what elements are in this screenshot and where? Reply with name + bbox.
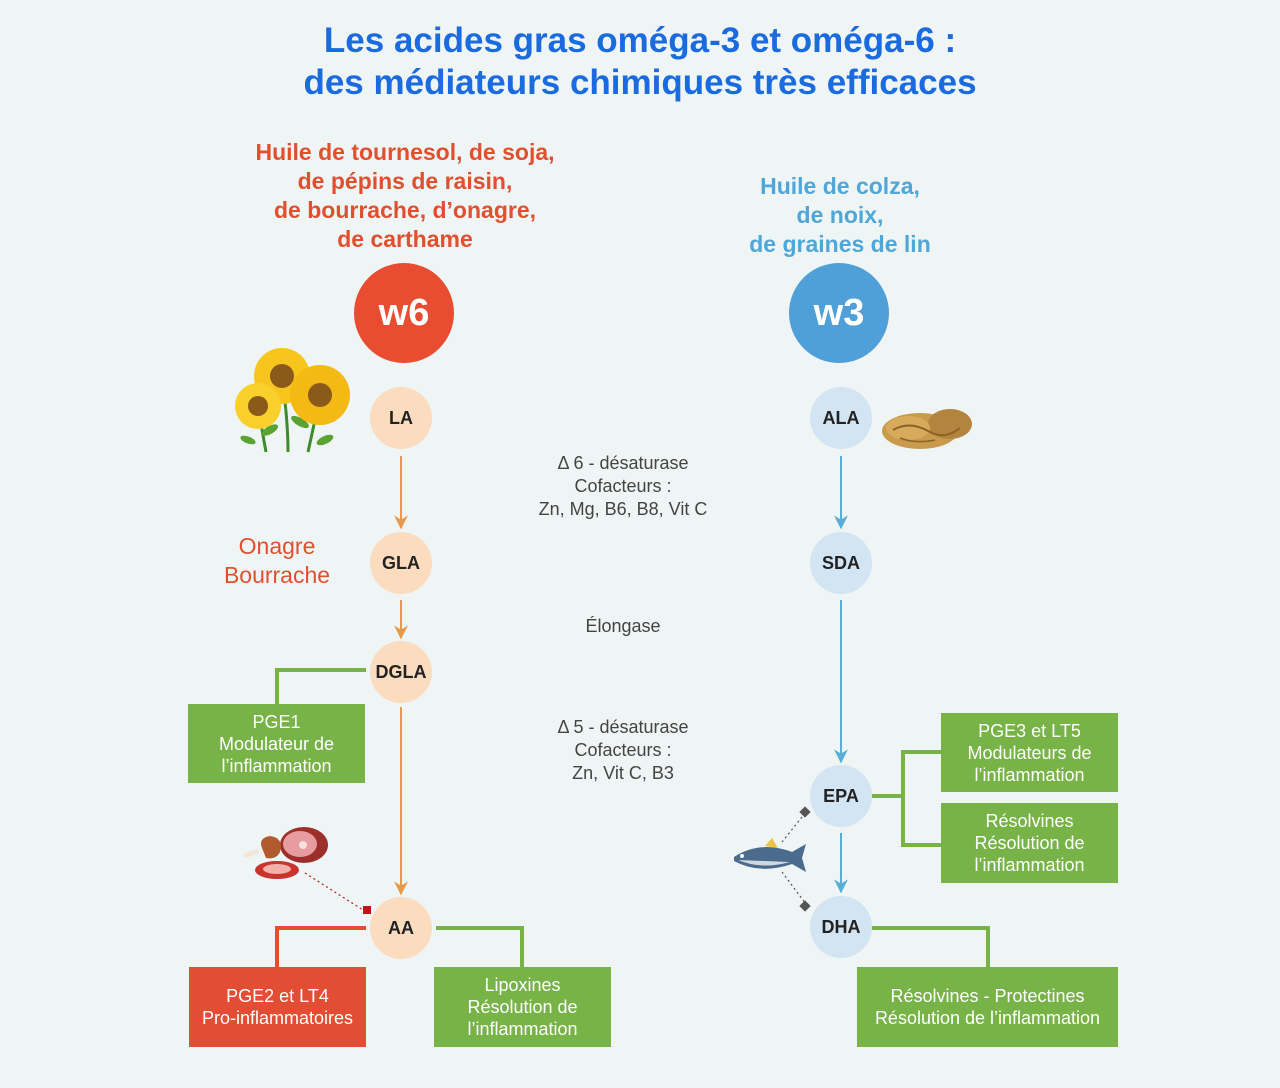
meat-dotted-link (304, 872, 364, 911)
box-line: Résolvines - Protectines (890, 986, 1085, 1006)
omega3-source-line: de noix, (796, 202, 884, 228)
node-sda: SDA (810, 532, 872, 594)
node-la: LA (370, 387, 432, 449)
fish-link-dha (781, 871, 807, 905)
box-pge3-lt5: PGE3 et LT5 Modulateurs de l’inflammatio… (941, 713, 1118, 792)
walnut-illustration (882, 409, 972, 449)
aa-marker (363, 906, 371, 914)
box-pge1: PGE1 Modulateur de l’inflammation (188, 704, 365, 783)
connector-aa-pge2 (275, 926, 366, 968)
box-line: Modulateur de (218, 733, 335, 754)
node-dgla: DGLA (370, 641, 432, 703)
omega3-source-line: Huile de colza, (760, 173, 920, 199)
box-line: Lipoxines (484, 975, 561, 995)
connector-dha-protectines (872, 926, 990, 968)
box-line: l’inflammation (467, 1019, 578, 1039)
box-line: Résolution de (974, 833, 1085, 853)
omega6-source-line: Huile de tournesol, de soja, (255, 139, 555, 165)
box-line: PGE1 (252, 711, 301, 732)
box-line: l’inflammation (221, 755, 332, 776)
sunflower-illustration (235, 348, 350, 453)
node-dha: DHA (810, 896, 872, 958)
box-resolvines-protectines: Résolvines - Protectines Résolution de l… (857, 967, 1118, 1047)
box-line: Résolution de (467, 997, 578, 1017)
omega6-source-line: de pépins de raisin, (297, 168, 513, 194)
node-gla: GLA (370, 532, 432, 594)
enzyme-line: Δ 5 - désaturase (557, 717, 689, 737)
omega6-sources: Huile de tournesol, de soja, de pépins d… (200, 138, 610, 254)
node-epa: EPA (810, 765, 872, 827)
title-line-2: des médiateurs chimiques très efficaces (303, 63, 977, 102)
enzyme-line: Cofacteurs : (574, 476, 672, 496)
side-label-line: Onagre (238, 533, 316, 559)
enzyme-delta6: Δ 6 - désaturase Cofacteurs : Zn, Mg, B6… (503, 452, 743, 521)
box-line: Pro-inflammatoires (201, 1008, 354, 1028)
box-resolvines: Résolvines Résolution de l’inflammation (941, 803, 1118, 883)
omega3-source-line: de graines de lin (749, 231, 931, 257)
omega3-sources: Huile de colza, de noix, de graines de l… (690, 172, 990, 259)
enzyme-delta5: Δ 5 - désaturase Cofacteurs : Zn, Vit C,… (503, 716, 743, 785)
enzyme-elongase: Élongase (585, 616, 661, 636)
box-line: l’inflammation (974, 764, 1085, 785)
omega6-circle: w6 (354, 263, 454, 363)
enzyme-line: Δ 6 - désaturase (557, 453, 689, 473)
omega6-source-line: de carthame (337, 226, 473, 252)
omega3-circle: w3 (789, 263, 889, 363)
onagre-bourrache-label: Onagre Bourrache (200, 532, 354, 590)
side-label-line: Bourrache (223, 562, 331, 588)
enzyme-line: Cofacteurs : (574, 740, 672, 760)
box-line: l’inflammation (974, 855, 1085, 875)
connector-dgla-pge1 (275, 668, 366, 705)
box-line: Résolvines (985, 811, 1074, 831)
enzyme-line: Zn, Vit C, B3 (572, 763, 674, 783)
node-ala: ALA (810, 387, 872, 449)
box-line: Résolution de l’inflammation (874, 1008, 1101, 1028)
box-pge2-lt4: PGE2 et LT4 Pro-inflammatoires (189, 967, 366, 1047)
node-aa: AA (370, 897, 432, 959)
box-line: PGE3 et LT5 (978, 720, 1081, 741)
omega6-source-line: de bourrache, d’onagre, (274, 197, 536, 223)
connector-epa-pge3 (901, 750, 942, 847)
box-line: PGE2 et LT4 (226, 986, 329, 1006)
fish-marker-dha (799, 900, 811, 912)
enzyme-line: Zn, Mg, B6, B8, Vit C (538, 499, 708, 519)
page-title: Les acides gras oméga-3 et oméga-6 : des… (0, 20, 1280, 104)
meat-illustration (243, 827, 328, 879)
connector-aa-lipoxines (436, 926, 524, 968)
box-lipoxines: Lipoxines Résolution de l’inflammation (434, 967, 611, 1047)
box-line: Modulateurs de (967, 742, 1092, 763)
fish-marker-epa (799, 806, 811, 818)
fish-link-epa (781, 811, 807, 843)
title-line-1: Les acides gras oméga-3 et oméga-6 : (323, 21, 957, 60)
fish-illustration (734, 838, 806, 872)
